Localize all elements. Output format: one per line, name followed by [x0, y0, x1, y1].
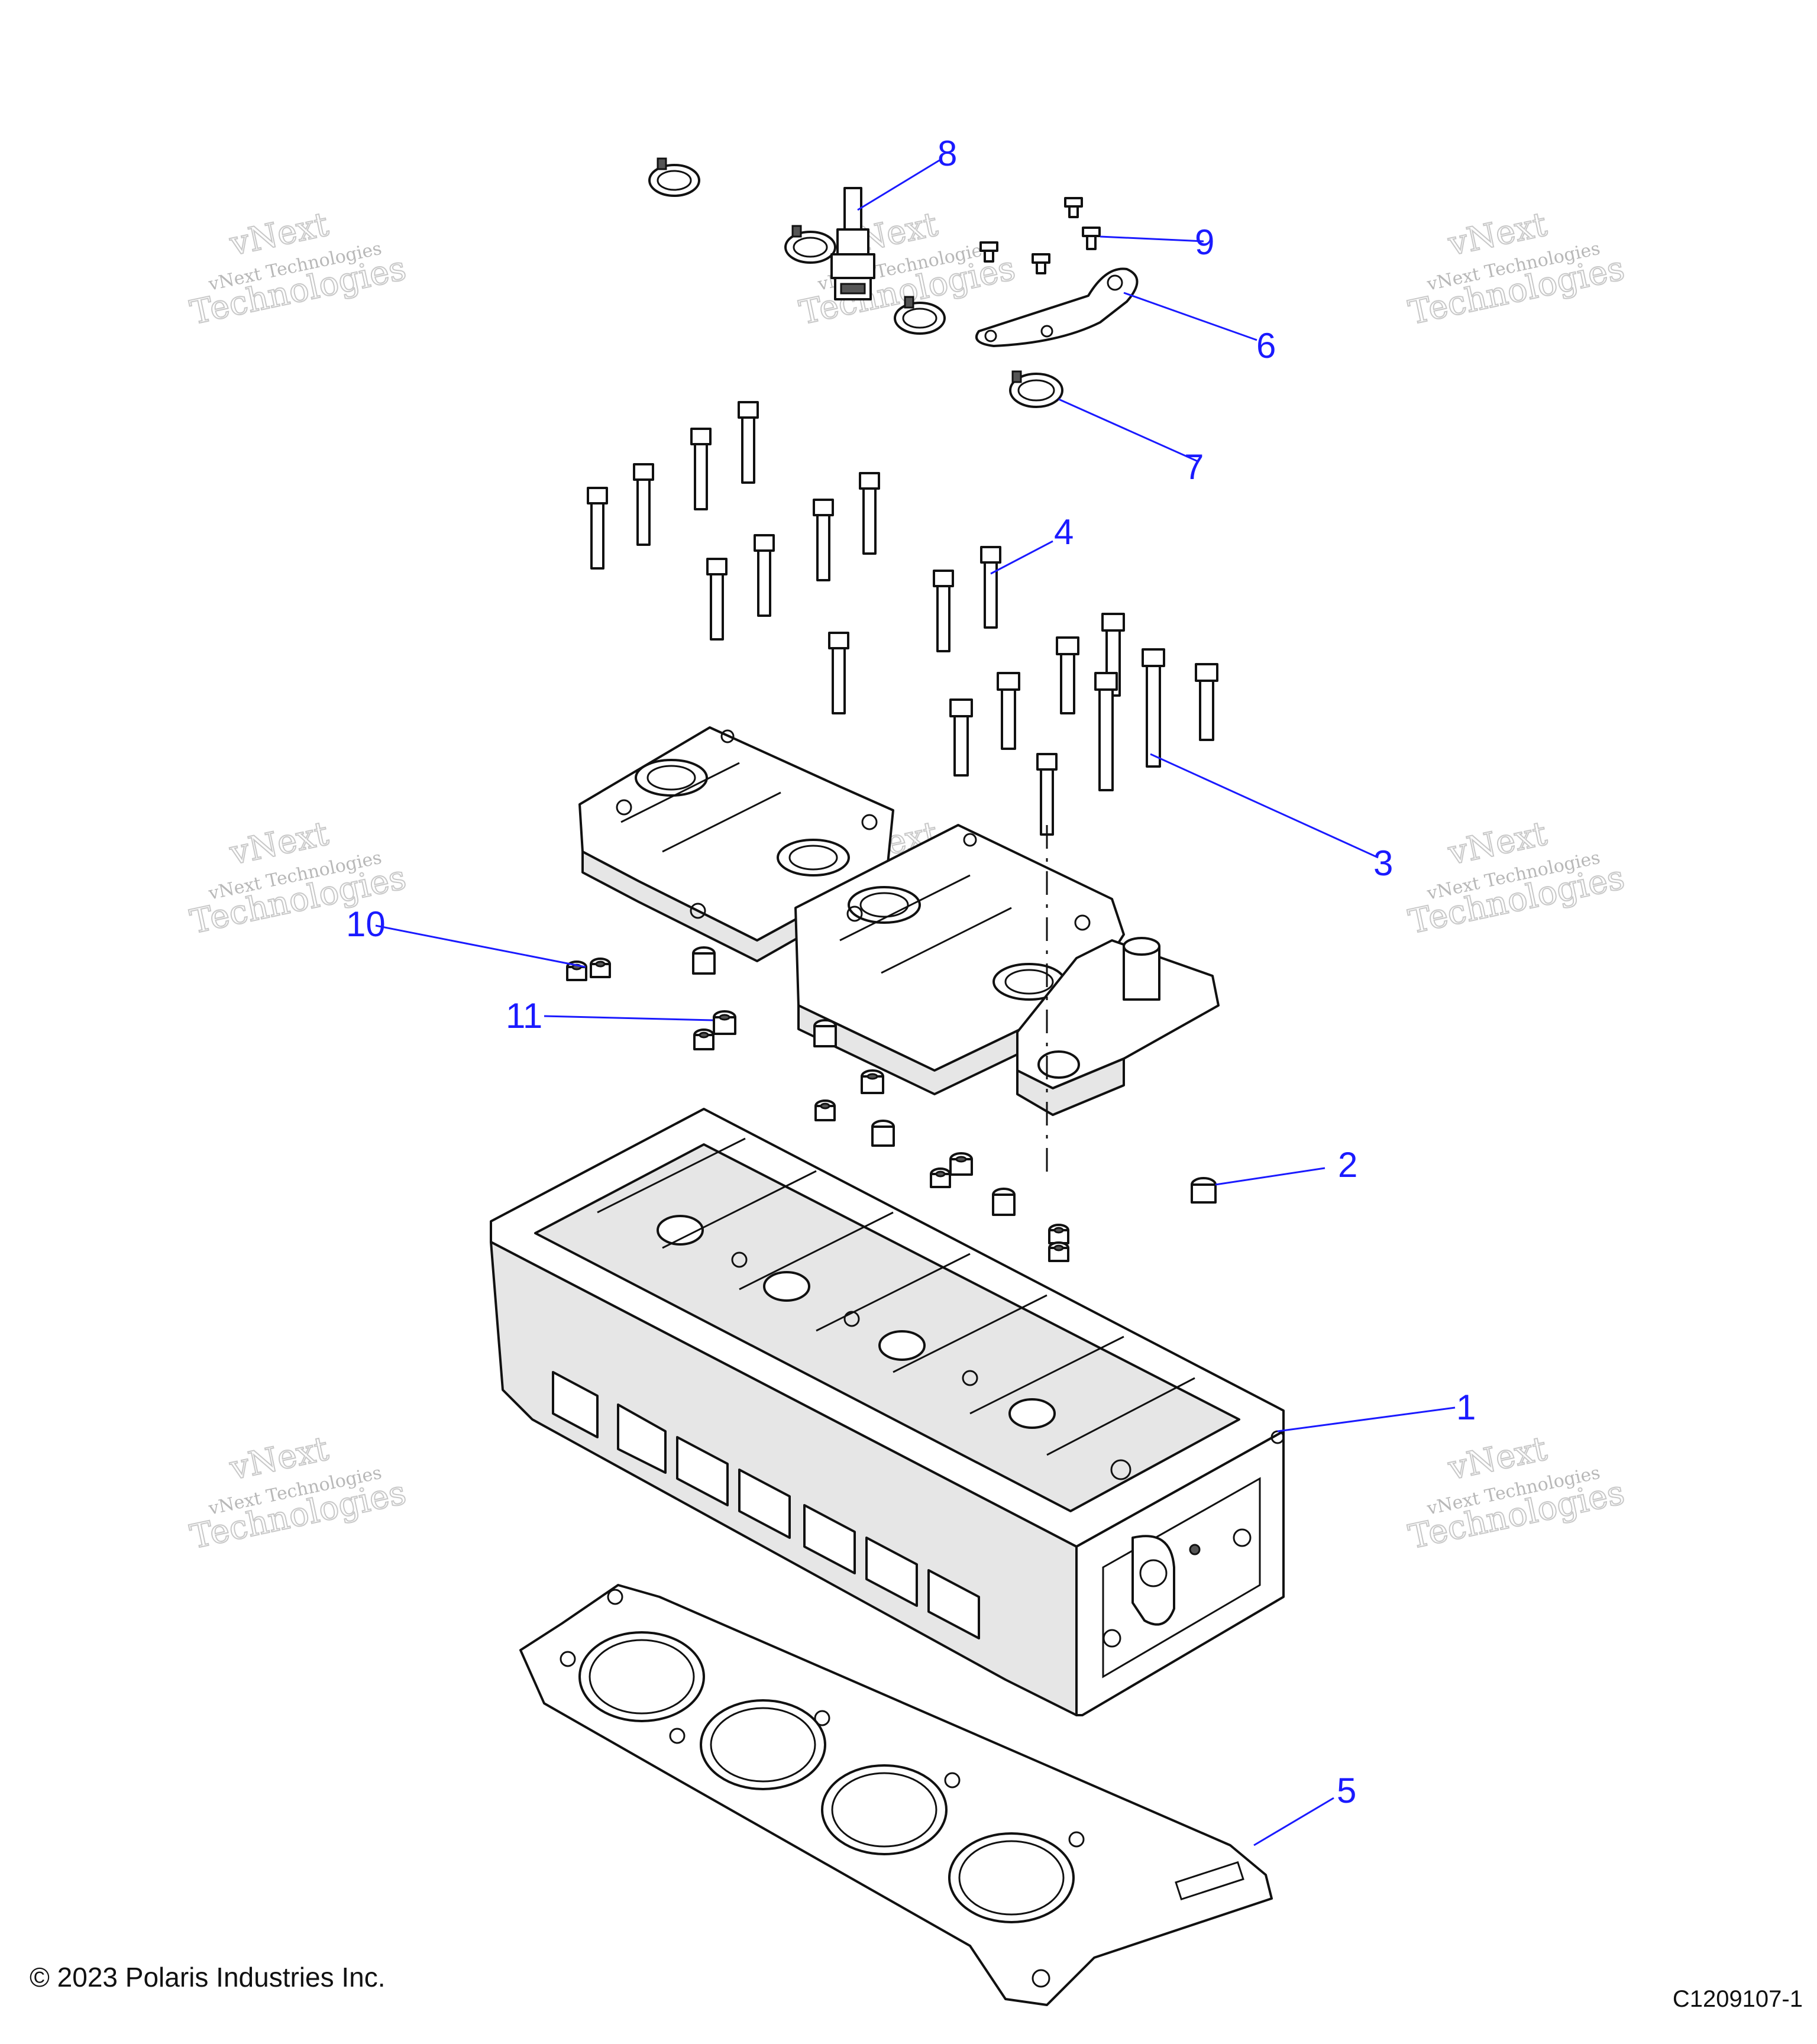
- callout-5: 5: [1337, 1771, 1356, 1810]
- seal-ring-7: [1009, 370, 1063, 408]
- callout-2: 2: [1338, 1145, 1357, 1185]
- watermark-mid-right: vNext vNext Technologies Technologies: [1405, 814, 1628, 942]
- callout-7: 7: [1184, 447, 1204, 487]
- cylinder-head: [490, 1108, 1285, 1716]
- seal-ring-top: [648, 157, 700, 197]
- leader-4: [990, 540, 1053, 575]
- callout-11: 11: [506, 996, 542, 1036]
- callout-1: 1: [1456, 1388, 1476, 1427]
- leader-10: [375, 924, 586, 968]
- leader-5: [1253, 1797, 1334, 1846]
- watermark-top-left: vNext vNext Technologies Technologies: [186, 205, 410, 333]
- callout-8: 8: [937, 134, 957, 173]
- cylinder-head-bolts: [949, 613, 1218, 836]
- leader-11: [544, 1015, 713, 1021]
- leader-6: [1123, 292, 1257, 341]
- leader-1: [1277, 1406, 1456, 1432]
- dowel-pins: [566, 946, 1217, 1333]
- seal-ring-center: [894, 296, 946, 335]
- leader-9: [1100, 235, 1204, 242]
- retaining-plate: [975, 267, 1139, 347]
- callout-6: 6: [1256, 326, 1276, 366]
- leader-7: [1058, 398, 1198, 463]
- cam-end-bearing-block: [1016, 937, 1220, 1116]
- callout-4: 4: [1054, 512, 1074, 552]
- callout-9: 9: [1195, 222, 1214, 262]
- watermark-bottom-right: vNext vNext Technologies Technologies: [1405, 1429, 1628, 1557]
- watermark-bottom-left: vNext vNext Technologies Technologies: [186, 1429, 410, 1557]
- callout-3: 3: [1373, 843, 1393, 883]
- leader-8: [857, 159, 941, 211]
- callout-numbers: 1 2 3 4 5 6 7 8 9 10 11: [346, 134, 1476, 1810]
- copyright-notice: © 2023 Polaris Industries Inc.: [30, 1962, 386, 1993]
- oil-feed-tube: [830, 187, 875, 300]
- head-gasket: [519, 1584, 1273, 2006]
- watermark-top-right: vNext vNext Technologies Technologies: [1405, 205, 1628, 333]
- seal-ring-left: [784, 225, 836, 264]
- leader-2: [1215, 1167, 1325, 1186]
- callout-leaders: [375, 159, 1456, 1846]
- leader-3: [1150, 753, 1379, 859]
- callout-10: 10: [346, 904, 386, 944]
- small-screws: [979, 197, 1101, 274]
- figure-id: C1209107-1: [1672, 1986, 1803, 2012]
- cam-cap-bolts: [587, 401, 1001, 714]
